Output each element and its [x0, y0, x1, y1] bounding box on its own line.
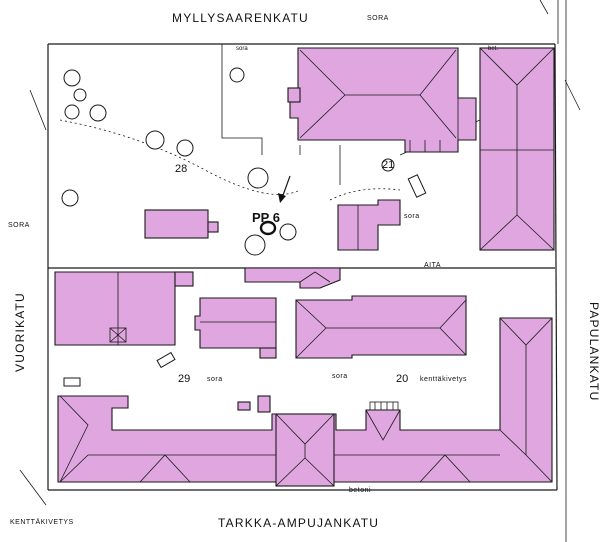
building-top-main: [289, 47, 477, 153]
lot-29-number: 29: [178, 373, 190, 385]
building-shed-28: [144, 209, 219, 239]
street-south-label: TARKKA-AMPUJANKATU: [218, 516, 379, 530]
building-yard-21: [337, 199, 401, 251]
surface-yard-sora: sora: [404, 213, 420, 220]
street-west-label: VUORIKATU: [13, 292, 27, 372]
building-lot29-west: [54, 271, 194, 346]
marker-label: PP 6: [252, 210, 280, 225]
surface-top-sora: sora: [236, 46, 248, 52]
building-south-wing: [57, 317, 553, 483]
surface-bottom-betoni: betoni: [349, 487, 371, 494]
lot-28-number: 28: [175, 163, 187, 175]
street-north-label: MYLLYSAARENKATU: [172, 11, 309, 25]
surface-lot20-kenttakivetys: kenttäkivetys: [420, 376, 467, 383]
trees: [61, 67, 395, 256]
building-small-annex: [237, 395, 271, 413]
street-east-label: PAPULANKATU: [587, 302, 600, 401]
surface-mid-sora: sora: [332, 373, 348, 380]
surface-aita: AITA: [424, 262, 441, 269]
building-lot20-center: [295, 295, 467, 359]
surface-top-bet: bet.: [488, 46, 498, 52]
building-small-steps: [287, 87, 301, 103]
surface-north-sora: SORA: [367, 15, 389, 22]
stairs: [369, 401, 399, 411]
surface-lot29-sora: sora: [207, 376, 223, 383]
vehicles: [63, 174, 427, 387]
lot-21-number: 21: [382, 159, 394, 171]
direction-arrow: [278, 175, 291, 203]
building-aita-shed: [244, 267, 341, 289]
building-east-long: [479, 47, 555, 251]
building-south-gatehouse: [275, 413, 335, 487]
marker-pp6: PP 6: [252, 210, 280, 236]
building-lot29-center: [194, 297, 277, 359]
lot-20-number: 20: [396, 373, 408, 385]
surface-west-sora: SORA: [8, 222, 30, 229]
surface-south-kenttakivetys: KENTTÄKIVETYS: [10, 518, 74, 526]
